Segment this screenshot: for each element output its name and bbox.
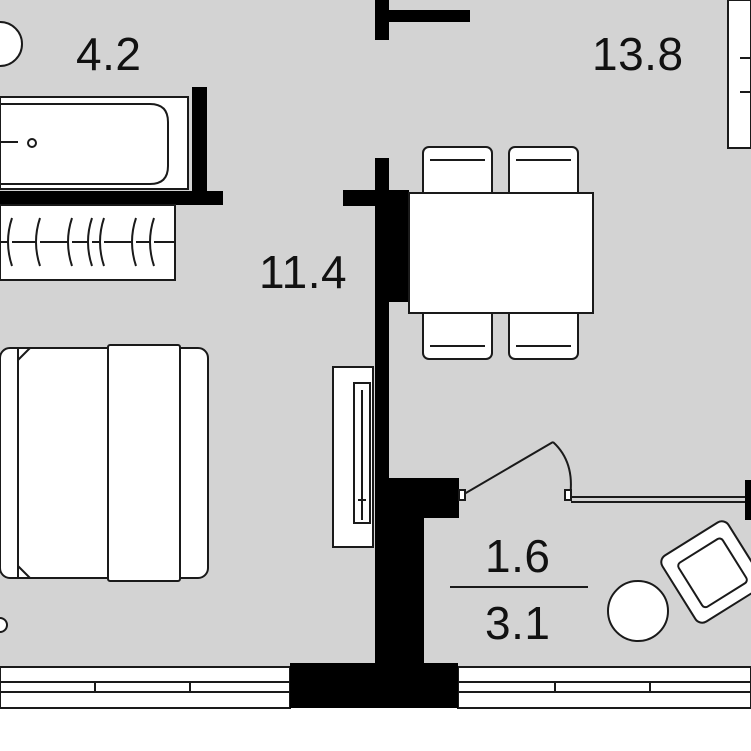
bathtub <box>0 96 189 190</box>
washbasin <box>0 21 23 67</box>
window-right <box>457 666 751 709</box>
kitchen-counter <box>727 0 751 149</box>
wardrobe <box>0 204 176 281</box>
area-label-hallway: 1.6 <box>485 530 551 582</box>
area-label-bedroom: 11.4 <box>259 246 348 298</box>
round-table <box>607 580 669 642</box>
wall-top-cap <box>375 10 470 22</box>
armchair <box>660 520 751 624</box>
area-label-bathroom: 4.2 <box>76 28 142 80</box>
wall-partition-main <box>375 190 409 302</box>
door <box>458 441 745 503</box>
area-label-balcony: 3.1 <box>485 597 551 649</box>
tv-cabinet <box>332 366 374 548</box>
window-left <box>0 666 291 709</box>
wall-right-stub <box>745 480 751 520</box>
bed <box>0 344 209 582</box>
wall-partition-top <box>375 158 389 190</box>
wall-hall-column <box>389 478 424 667</box>
nightstand <box>0 617 8 633</box>
wall-bathroom-right <box>192 87 207 205</box>
below-plan-area <box>0 708 751 751</box>
dining-table <box>408 192 594 314</box>
walls <box>0 0 751 708</box>
wall-pier-bottom <box>290 663 458 708</box>
area-label-kitchen-living: 13.8 <box>592 28 684 80</box>
wall-bathroom-bottom <box>0 191 223 205</box>
area-fraction-rule <box>450 586 588 588</box>
